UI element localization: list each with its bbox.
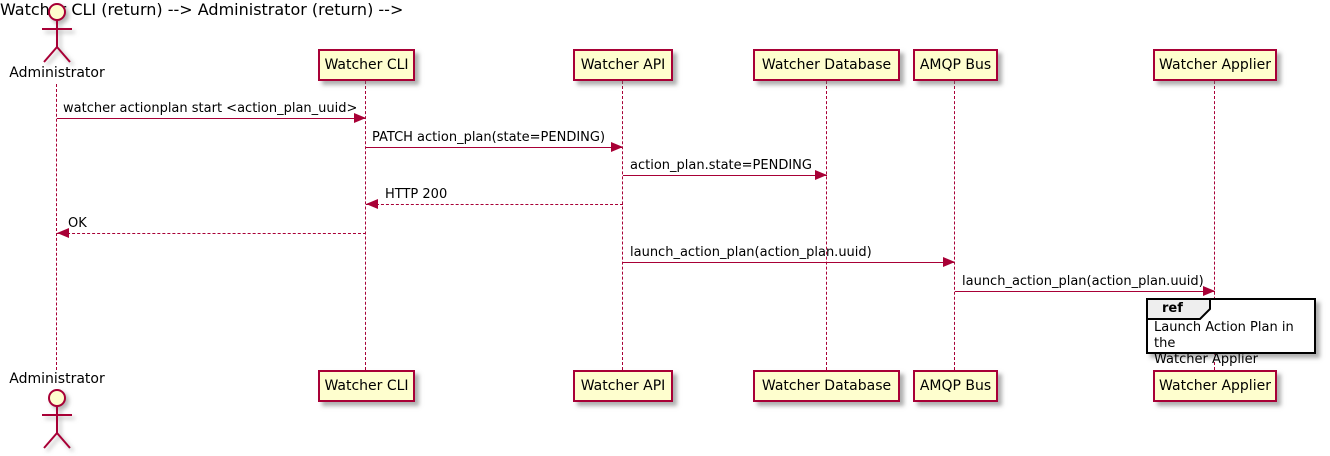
administrator-actor-icon [42, 389, 72, 449]
participant-bottom-amqp-bus: AMQP Bus [913, 370, 998, 402]
participant-top-watcher-database: Watcher Database [753, 49, 900, 81]
arrowhead-left-icon [366, 199, 378, 209]
participant-name: Watcher CLI [324, 378, 409, 394]
message-label: HTTP 200 [385, 187, 448, 202]
message-label: launch_action_plan(action_plan.uuid) [630, 245, 872, 260]
message-label: watcher actionplan start <action_plan_uu… [63, 101, 358, 116]
participant-name: Watcher API [580, 378, 666, 394]
participant-name: Watcher CLI [324, 57, 409, 73]
ref-keyword: ref [1162, 301, 1183, 316]
administrator-actor-icon [42, 3, 72, 63]
message-line [57, 233, 366, 234]
lifeline-watcher-applier [1214, 81, 1215, 370]
ref-fragment: ref Launch Action Plan in the Watcher Ap… [1146, 298, 1316, 367]
participant-top-watcher-api: Watcher API [573, 49, 673, 81]
arrowhead-left-icon [57, 228, 69, 238]
participant-name: Watcher API [580, 57, 666, 73]
arrowhead-right-icon [815, 170, 827, 180]
message-label: PATCH action_plan(state=PENDING) [372, 130, 606, 145]
participant-top-watcher-cli: Watcher CLI [318, 49, 415, 81]
actor-label-bottom: Administrator [9, 371, 105, 387]
arrowhead-right-icon [611, 142, 623, 152]
participant-bottom-watcher-cli: Watcher CLI [318, 370, 415, 402]
lifeline-watcher-database [826, 81, 827, 370]
message-line [57, 118, 366, 119]
message-line [623, 262, 955, 263]
message-line [955, 291, 1215, 292]
message-line [366, 204, 623, 205]
arrowhead-right-icon [354, 113, 366, 123]
participant-name: Watcher Applier [1159, 57, 1271, 73]
participant-top-watcher-applier: Watcher Applier [1153, 49, 1277, 81]
participant-name: Watcher Applier [1159, 378, 1271, 394]
ref-text: Launch Action Plan in the Watcher Applie… [1154, 320, 1294, 367]
message-line [366, 147, 623, 148]
arrowhead-right-icon [1203, 286, 1215, 296]
lifeline-watcher-cli [365, 81, 366, 370]
ref-keyword-tab [1146, 298, 1211, 320]
participant-name: Watcher Database [761, 57, 892, 73]
participant-bottom-watcher-database: Watcher Database [753, 370, 900, 402]
lifeline-amqp-bus [954, 81, 955, 370]
message-label: action_plan.state=PENDING [630, 158, 812, 173]
participant-name: Watcher Database [761, 378, 892, 394]
lifeline-administrator [56, 84, 57, 370]
message-label: OK [68, 216, 87, 231]
participant-bottom-watcher-api: Watcher API [573, 370, 673, 402]
message-label: launch_action_plan(action_plan.uuid) [962, 274, 1204, 289]
participant-name: AMQP Bus [919, 378, 992, 394]
participant-bottom-watcher-applier: Watcher Applier [1153, 370, 1277, 402]
arrowhead-right-icon [943, 257, 955, 267]
participant-name: AMQP Bus [919, 57, 992, 73]
actor-label-top: Administrator [9, 65, 105, 81]
participant-top-amqp-bus: AMQP Bus [913, 49, 998, 81]
lifeline-watcher-api [622, 81, 623, 370]
message-line [623, 175, 827, 176]
